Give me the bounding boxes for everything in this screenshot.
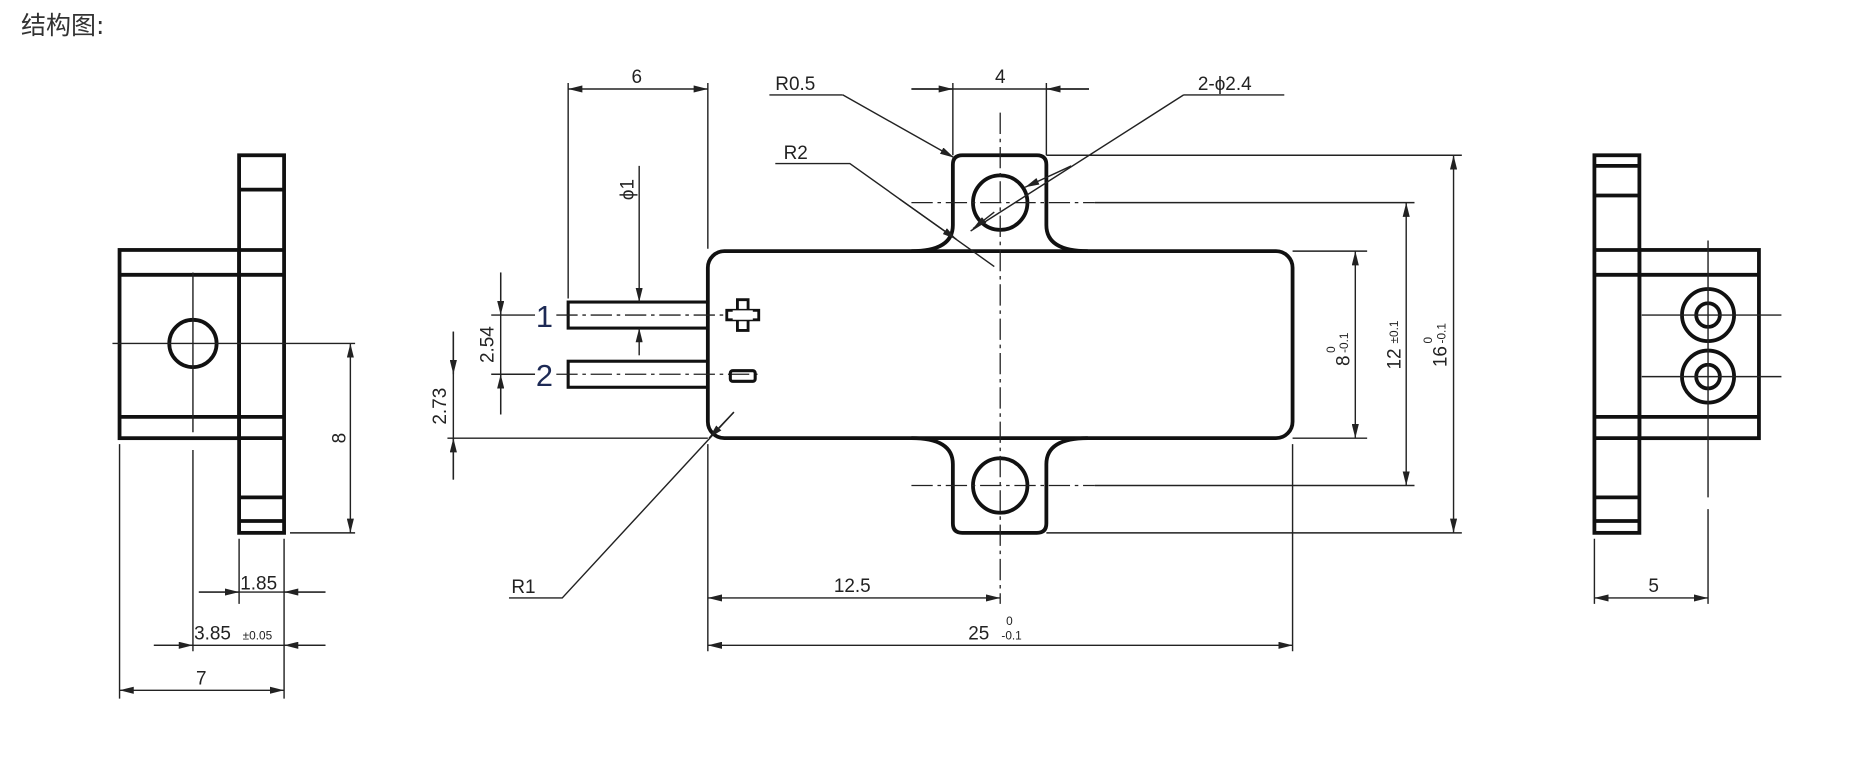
radius-r2: R2 bbox=[784, 143, 808, 164]
tol-16-upper: 0 bbox=[1421, 336, 1435, 343]
dim-12: 12 bbox=[1384, 348, 1405, 369]
dim-phi-1: ϕ1 bbox=[617, 179, 638, 200]
dim-6: 6 bbox=[632, 67, 643, 88]
right-side-view: 5 bbox=[1592, 153, 1782, 604]
tol-12: ±0.1 bbox=[1387, 321, 1401, 344]
dim-8-left: 8 bbox=[330, 433, 351, 444]
dim-4: 4 bbox=[995, 67, 1006, 88]
dim-16: 16 bbox=[1430, 346, 1451, 367]
dim-3-85: 3.85 bbox=[194, 623, 231, 644]
dim-2-54: 2.54 bbox=[478, 326, 499, 363]
dim-25: 25 bbox=[968, 623, 989, 644]
pin-2-label: 2 bbox=[536, 358, 553, 393]
tol-8-lower: -0.1 bbox=[1337, 333, 1351, 353]
section-title: 结构图: bbox=[21, 11, 105, 40]
dim-7: 7 bbox=[196, 668, 207, 689]
dim-2-73: 2.73 bbox=[430, 388, 451, 425]
tol-25-lower: -0.1 bbox=[1001, 628, 1021, 642]
tol-8-upper: 0 bbox=[1324, 346, 1338, 353]
tol-16-lower: -0.1 bbox=[1434, 323, 1448, 343]
minus-icon bbox=[728, 369, 757, 383]
main-top-view: 1 2 + − 6 ϕ1 2.54 2.73 R1 R0.5 R2 2-ϕ2.4 bbox=[430, 67, 1462, 652]
plus-icon-fill bbox=[732, 310, 753, 320]
dim-8: 8 bbox=[1333, 355, 1354, 366]
dim-1-85: 1.85 bbox=[240, 574, 277, 595]
dim-12-5: 12.5 bbox=[834, 576, 871, 597]
dim-5: 5 bbox=[1648, 576, 1659, 597]
radius-r0-5: R0.5 bbox=[775, 74, 815, 95]
pin-1-label: 1 bbox=[536, 299, 553, 334]
holes-2-phi-2-4: 2-ϕ2.4 bbox=[1198, 74, 1252, 95]
left-side-view: 8 1.85 3.85 ±0.05 7 bbox=[112, 153, 356, 699]
radius-r1: R1 bbox=[511, 577, 535, 598]
tol-25-upper: 0 bbox=[1006, 614, 1013, 628]
tol-3-85: ±0.05 bbox=[243, 628, 273, 642]
